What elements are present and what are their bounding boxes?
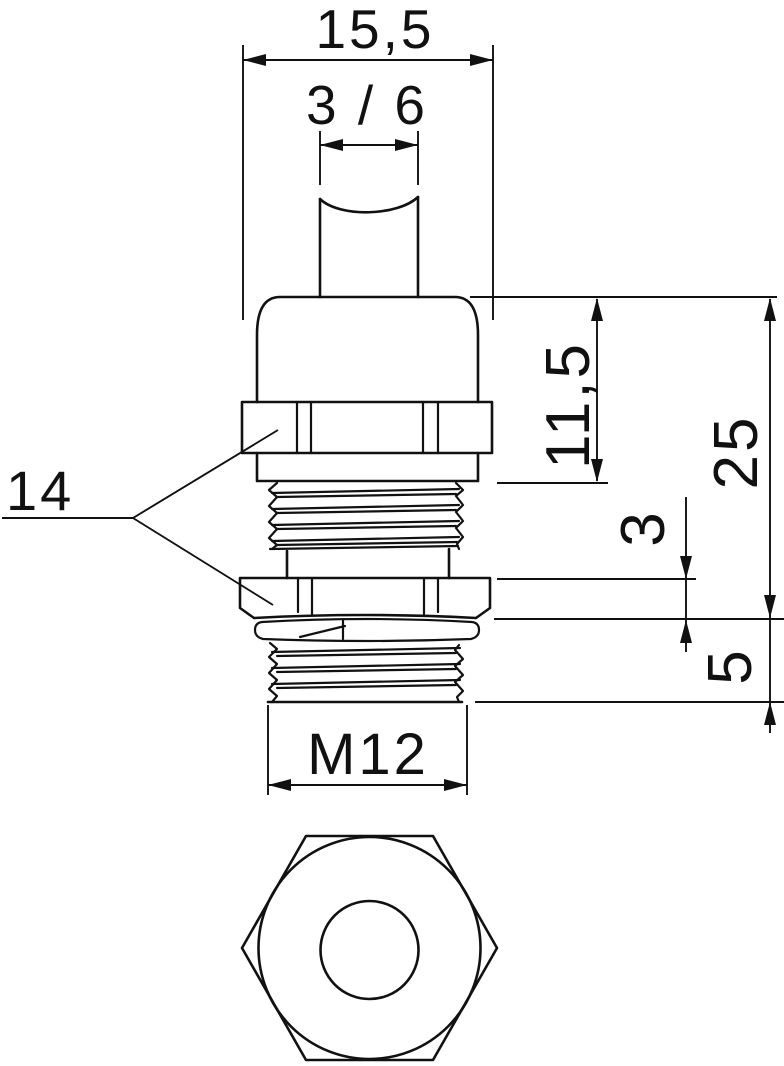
dim-upper-height-arrow-top xyxy=(591,298,603,321)
dim-thread-size-arrow-right xyxy=(444,779,467,791)
sealing-collar xyxy=(253,617,481,643)
dim-locknut-arrow-bottom xyxy=(680,620,692,643)
dim-overall-length-arrow-bottom xyxy=(764,595,776,618)
dimensions: 15,5 3 / 6 14 11,5 xyxy=(2,0,784,795)
dim-thread-size-arrow-left xyxy=(268,779,291,791)
dim-clamp-range-extension-lines xyxy=(319,131,419,185)
cable-break-line xyxy=(318,195,420,214)
dim-thread-size: M12 xyxy=(267,705,468,795)
dim-locknut-height-label: 3 xyxy=(609,509,678,546)
wrench-size-callout: 14 xyxy=(2,429,279,606)
upper-thread xyxy=(267,481,465,551)
dim-clamp-range: 3 / 6 xyxy=(306,74,428,185)
outer-circle xyxy=(257,835,482,1061)
lock-nut-face-lines xyxy=(296,576,440,616)
dim-thread-size-extension-lines xyxy=(267,705,468,795)
bottom-view xyxy=(240,834,499,1062)
dim-locknut-height: 3 xyxy=(497,497,696,652)
lower-thread-helix-lines xyxy=(270,646,462,690)
dim-top-width-extension-lines xyxy=(242,45,494,320)
dim-top-width-label: 15,5 xyxy=(315,0,434,60)
dim-thread-length: 5 xyxy=(475,618,784,725)
collar-outline xyxy=(253,617,481,643)
dim-upper-height-arrow-bottom xyxy=(591,459,603,482)
hexagon-outline xyxy=(240,834,499,1062)
dim-clamp-range-label: 3 / 6 xyxy=(306,74,428,136)
dim-overall-length-arrow-top xyxy=(764,298,776,321)
dim-upper-height-label: 11,5 xyxy=(534,341,603,469)
dim-overall-length: 25 xyxy=(702,298,776,733)
upper-neck-outline xyxy=(255,451,480,483)
lock-nut-outline xyxy=(238,576,492,620)
upper-nut-face-lines xyxy=(295,400,440,455)
collar-seam-lines xyxy=(298,618,347,641)
dim-clamp-range-arrow-left xyxy=(320,139,343,151)
inner-bore-circle xyxy=(319,899,420,1001)
lower-thread xyxy=(266,641,465,704)
upper-neck xyxy=(255,451,480,483)
dim-top-width-arrow-left xyxy=(243,54,266,66)
cable-stub xyxy=(318,195,420,299)
front-view xyxy=(238,195,494,704)
lower-thread-right-crests xyxy=(453,643,465,704)
dome-outline xyxy=(255,295,480,404)
thread-size-label: M12 xyxy=(307,722,429,787)
lower-neck-edges xyxy=(285,547,451,580)
upper-nut-outline xyxy=(240,400,494,455)
dim-clamp-range-arrow-right xyxy=(395,139,418,151)
dim-thread-length-label: 5 xyxy=(696,647,765,684)
upper-thread-bottom xyxy=(268,544,460,551)
dim-upper-height: 11,5 xyxy=(497,298,608,484)
dim-top-width-arrow-right xyxy=(470,54,493,66)
dim-top-width: 15,5 xyxy=(242,0,494,320)
dim-thread-length-arrow-bottom xyxy=(764,702,776,725)
upper-hex-nut xyxy=(240,400,494,455)
lock-nut xyxy=(238,576,492,620)
dim-overall-length-label: 25 xyxy=(702,415,771,490)
wrench-size-label: 14 xyxy=(6,459,74,522)
upper-thread-helix-lines xyxy=(270,487,461,547)
dim-locknut-arrow-top xyxy=(680,556,692,579)
upper-thread-right-crests xyxy=(454,481,465,551)
wrench-size-leader-lines xyxy=(2,429,279,606)
lower-neck xyxy=(285,547,451,580)
gland-dome-body xyxy=(255,295,480,404)
